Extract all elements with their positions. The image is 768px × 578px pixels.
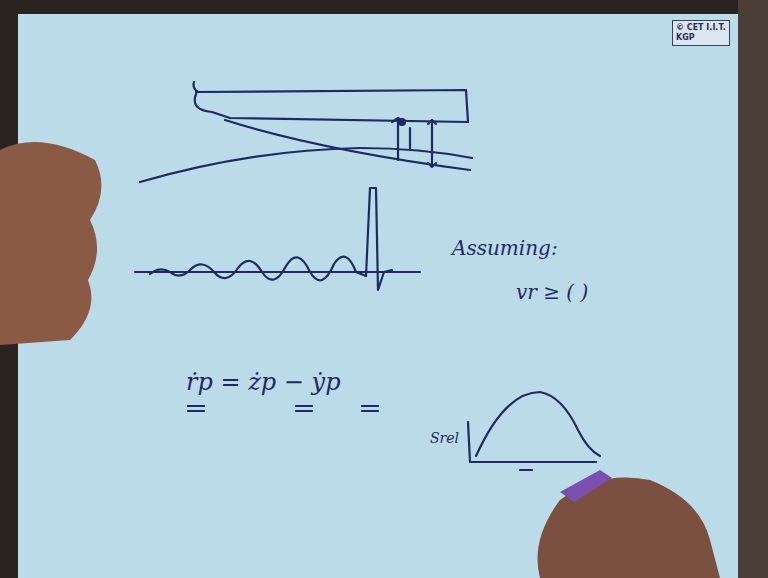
displacement-arrows [392,118,436,167]
stamp-text: © CET I.I.T. KGP [676,23,726,43]
stamp-box: © CET I.I.T. KGP [672,20,730,46]
pen [560,470,612,502]
condition: vr ≥ ( ) [516,280,588,304]
double-underlines [188,406,378,411]
mass-dot [399,119,405,125]
dark-edge [738,0,768,578]
spectrum-curve [476,392,600,456]
beam-bottom [195,94,468,122]
note-heading: Assuming: [452,236,558,260]
ground-curve [140,148,472,182]
axis-tick [520,469,532,471]
velocity-equation: ṙp = żp − ẏp [186,368,341,396]
ground-motion-wave [150,188,392,290]
deflected-line [225,120,470,170]
left-hand [0,142,101,345]
beam-top [194,82,469,122]
axis-label: Srel [430,430,459,446]
paper-sheet [18,14,738,578]
